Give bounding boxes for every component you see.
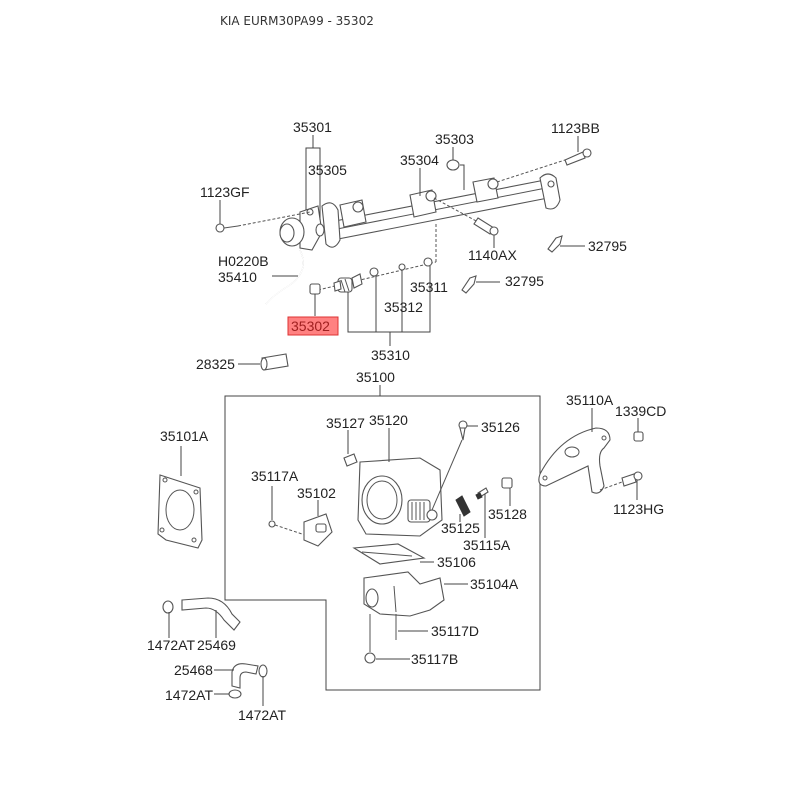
label-1472AT-b[interactable]: 1472AT xyxy=(165,687,213,703)
part-35120-throttle-body[interactable] xyxy=(357,457,443,537)
injector-assembly[interactable] xyxy=(309,222,437,295)
part-35127-pin[interactable] xyxy=(343,453,358,467)
part-35115A-screw[interactable] xyxy=(475,487,489,500)
part-35102-sensor[interactable] xyxy=(303,513,333,547)
part-35301-flange[interactable] xyxy=(279,205,323,251)
part-1472AT-clamp-c[interactable] xyxy=(258,664,268,678)
label-35311[interactable]: 35311 xyxy=(410,279,448,295)
label-35100[interactable]: 35100 xyxy=(356,369,395,385)
diagram-title: KIA EURM30PA99 - 35302 xyxy=(220,14,374,28)
part-35303-cap[interactable] xyxy=(446,159,460,171)
part-35126-screw[interactable] xyxy=(431,420,468,511)
label-35304[interactable]: 35304 xyxy=(400,152,439,168)
label-35125[interactable]: 35125 xyxy=(441,520,480,536)
part-1339CD-nut[interactable] xyxy=(633,431,644,442)
label-35115A[interactable]: 35115A xyxy=(463,537,511,553)
part-1140AX-bolt[interactable] xyxy=(433,197,499,236)
label-1123GF[interactable]: 1123GF xyxy=(200,184,250,200)
label-35102[interactable]: 35102 xyxy=(297,485,336,501)
label-35104A[interactable]: 35104A xyxy=(470,576,519,592)
part-35117A-screw[interactable] xyxy=(268,520,309,537)
label-35312[interactable]: 35312 xyxy=(384,299,423,315)
part-35410-hose[interactable] xyxy=(265,249,304,305)
part-1472AT-clamp-b[interactable] xyxy=(228,689,242,699)
label-35310[interactable]: 35310 xyxy=(371,347,410,363)
label-25468[interactable]: 25468 xyxy=(174,662,213,678)
part-32795-clip-a[interactable] xyxy=(547,235,563,253)
label-35120[interactable]: 35120 xyxy=(369,412,408,428)
highlight-box-35302 xyxy=(287,316,339,336)
label-1472AT-c[interactable]: 1472AT xyxy=(238,707,286,723)
label-1123HG[interactable]: 1123HG xyxy=(613,501,664,517)
part-35106-gasket[interactable] xyxy=(352,543,426,565)
part-35110A-bracket[interactable] xyxy=(538,427,611,494)
label-35128[interactable]: 35128 xyxy=(488,506,527,522)
label-35117B[interactable]: 35117B xyxy=(411,651,458,667)
label-H0220B[interactable]: H0220B xyxy=(218,253,269,269)
label-35110A[interactable]: 35110A xyxy=(566,392,614,408)
part-35117B-bolt[interactable] xyxy=(364,614,376,664)
part-1123GF-bolt[interactable] xyxy=(215,211,311,233)
fuel-rail[interactable] xyxy=(329,173,561,241)
label-35410[interactable]: 35410 xyxy=(218,269,257,285)
label-32795-a[interactable]: 32795 xyxy=(588,238,627,254)
label-35101A[interactable]: 35101A xyxy=(160,428,209,444)
part-35101A-gasket[interactable] xyxy=(157,474,203,549)
part-25468-hose[interactable] xyxy=(231,663,259,689)
label-35305[interactable]: 35305 xyxy=(308,162,347,178)
label-1140AX[interactable]: 1140AX xyxy=(468,247,517,263)
label-1472AT-a[interactable]: 1472AT xyxy=(147,637,195,653)
part-25469-hose[interactable] xyxy=(181,597,241,631)
leader-lines xyxy=(168,135,639,706)
label-35106[interactable]: 35106 xyxy=(437,554,476,570)
label-32795-b[interactable]: 32795 xyxy=(505,273,544,289)
label-35303[interactable]: 35303 xyxy=(435,131,474,147)
label-35117A[interactable]: 35117A xyxy=(251,468,299,484)
label-25469[interactable]: 25469 xyxy=(197,637,236,653)
part-1472AT-clamp-a[interactable] xyxy=(162,600,174,614)
part-32795-clip-b[interactable] xyxy=(461,275,477,294)
part-35305-gasket[interactable] xyxy=(315,202,341,248)
label-35301[interactable]: 35301 xyxy=(293,119,332,135)
label-35117D[interactable]: 35117D xyxy=(431,623,479,639)
assembly-35100-box xyxy=(224,395,541,691)
label-35127[interactable]: 35127 xyxy=(326,415,365,431)
part-35125-spring[interactable] xyxy=(455,495,471,517)
part-35104A-body[interactable] xyxy=(363,571,445,617)
part-1123HG-bolt[interactable] xyxy=(599,471,643,491)
part-35128-cap[interactable] xyxy=(501,477,513,489)
label-35126[interactable]: 35126 xyxy=(481,419,520,435)
label-1123BB[interactable]: 1123BB xyxy=(551,120,600,136)
part-28325[interactable] xyxy=(260,353,289,371)
label-1339CD[interactable]: 1339CD xyxy=(615,403,666,419)
part-1123BB-bolt[interactable] xyxy=(496,148,592,183)
label-35302[interactable]: 35302 xyxy=(291,318,330,334)
label-28325[interactable]: 28325 xyxy=(196,356,235,372)
part-35302-cap[interactable] xyxy=(309,283,321,295)
